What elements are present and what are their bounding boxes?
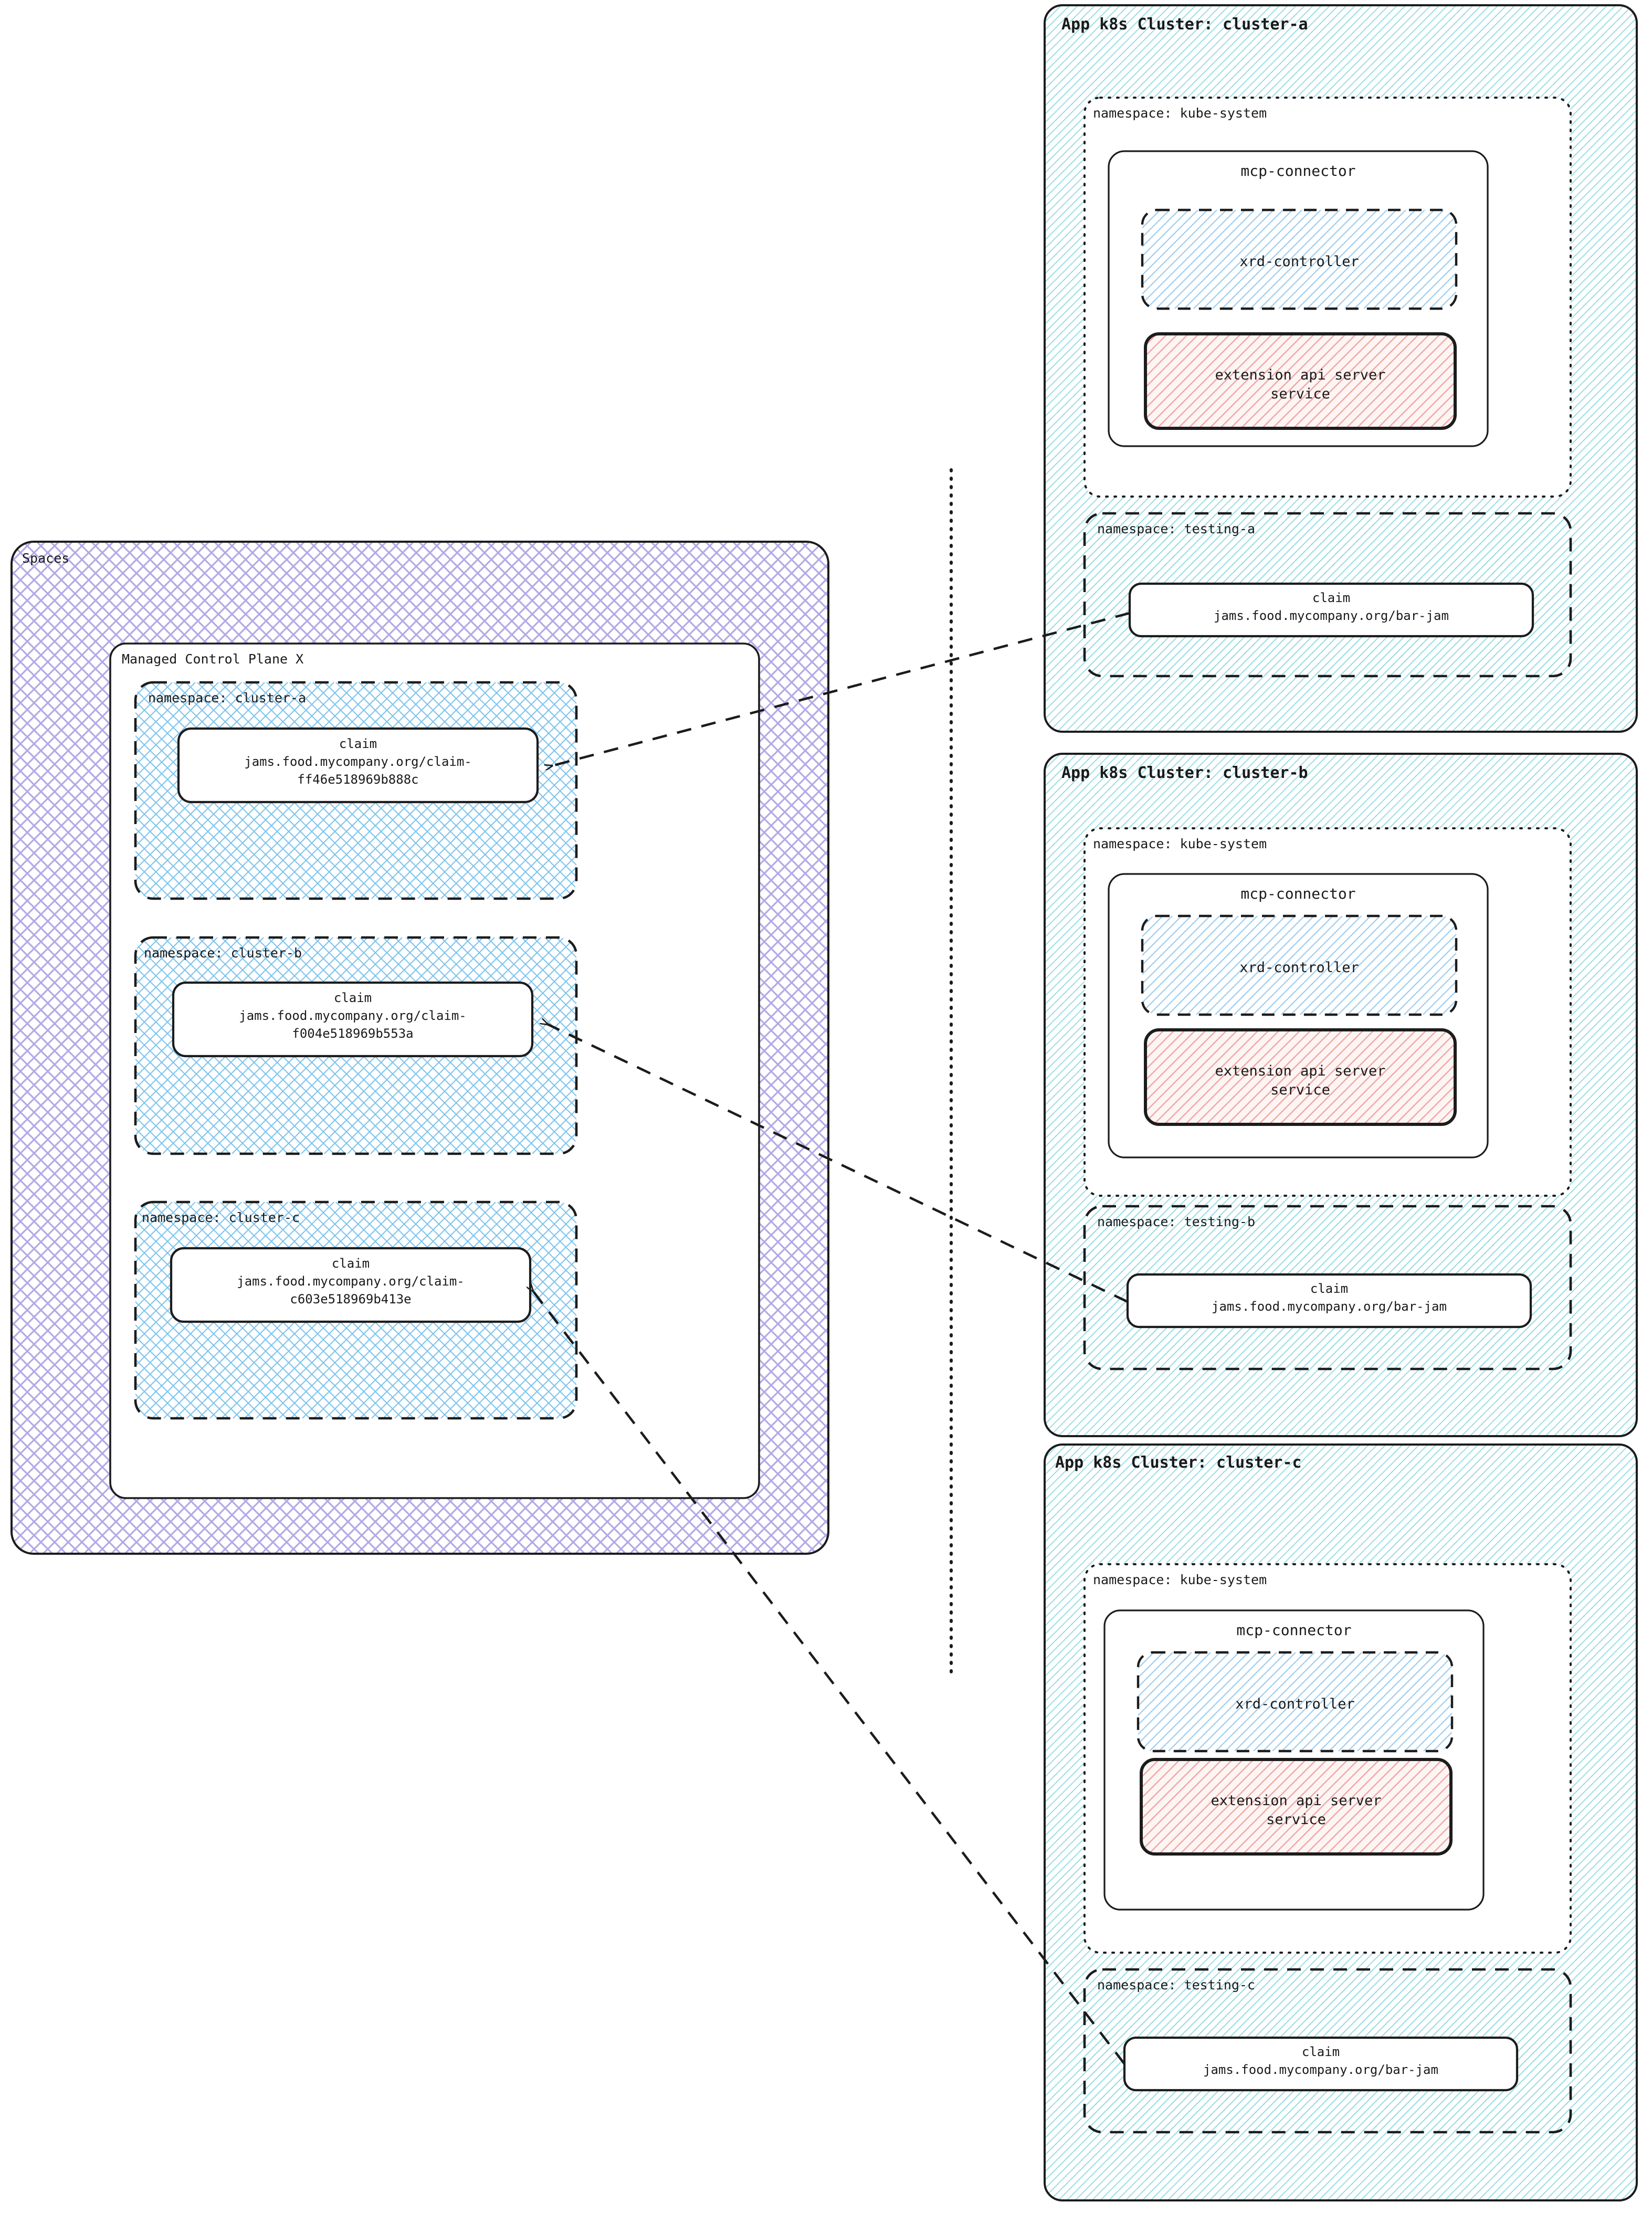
cluster-c-claim-name: jams.food.mycompany.org/bar-jam <box>1203 2062 1438 2077</box>
mcp-claim-id-a: ff46e518969b888c <box>297 772 419 787</box>
cluster-b-api-server-label-1: extension api server <box>1215 1063 1386 1079</box>
cluster-b-title: App k8s Cluster: cluster-b <box>1061 764 1308 782</box>
cluster-c-mcp-connector-label: mcp-connector <box>1236 1621 1352 1639</box>
mcp-claim-kind-a: claim <box>339 736 377 751</box>
cluster-a-claim-kind: claim <box>1312 591 1351 605</box>
cluster-c-title: App k8s Cluster: cluster-c <box>1055 1453 1302 1472</box>
cluster-c-api-server-label-2: service <box>1266 1811 1326 1828</box>
cluster-b-xrd-controller-label: xrd-controller <box>1239 960 1359 976</box>
link-cluster-c <box>529 1286 1125 2065</box>
mcp-claim-box-b[interactable] <box>172 981 534 1058</box>
mcp-claim-id-b: f004e518969b553a <box>292 1026 414 1041</box>
mcp-namespace-label-cluster-b: namespace: cluster-b <box>144 945 302 961</box>
cluster-c-container <box>1044 1443 1638 2201</box>
cluster-b-container <box>1044 753 1638 1437</box>
cluster-a-container <box>1044 4 1638 733</box>
cluster-c-api-server-label-1: extension api server <box>1211 1793 1382 1809</box>
cluster-c-kube-system-label: namespace: kube-system <box>1093 1572 1267 1587</box>
mcp-claim-name-c: jams.food.mycompany.org/claim- <box>237 1274 465 1289</box>
cluster-b-claim-kind: claim <box>1310 1281 1349 1296</box>
cluster-b-testing-namespace-label: namespace: testing-b <box>1097 1214 1256 1229</box>
cluster-a-title: App k8s Cluster: cluster-a <box>1061 15 1308 34</box>
mcp-claim-kind-c: claim <box>331 1256 370 1271</box>
cluster-a-claim-name: jams.food.mycompany.org/bar-jam <box>1214 608 1449 623</box>
cluster-a-mcp-connector-label: mcp-connector <box>1240 162 1356 180</box>
mcp-claim-box-a[interactable] <box>177 727 539 804</box>
cluster-a-xrd-controller-label: xrd-controller <box>1239 254 1359 270</box>
mcp-claim-name-a: jams.food.mycompany.org/claim- <box>244 754 472 769</box>
managed-control-plane-label: Managed Control Plane X <box>122 651 304 667</box>
mcp-namespace-label-cluster-a: namespace: cluster-a <box>148 690 307 705</box>
cluster-a-api-server-label-1: extension api server <box>1215 367 1386 383</box>
mcp-claim-kind-b: claim <box>333 990 372 1005</box>
cluster-c-xrd-controller-label: xrd-controller <box>1235 1696 1355 1712</box>
cluster-a-testing-namespace-label: namespace: testing-a <box>1097 521 1256 536</box>
link-cluster-b <box>542 1021 1128 1303</box>
cluster-b-kube-system-label: namespace: kube-system <box>1093 836 1267 851</box>
cluster-c-testing-namespace-label: namespace: testing-c <box>1097 1977 1256 1993</box>
cluster-b-mcp-connector-label: mcp-connector <box>1240 885 1356 902</box>
cluster-b-api-server-label-2: service <box>1270 1082 1330 1098</box>
spaces-label: Spaces <box>22 551 70 566</box>
cluster-b-claim-name: jams.food.mycompany.org/bar-jam <box>1212 1299 1447 1314</box>
cluster-a-kube-system-label: namespace: kube-system <box>1093 106 1267 121</box>
mcp-namespace-label-cluster-c: namespace: cluster-c <box>142 1210 300 1225</box>
mcp-claim-name-b: jams.food.mycompany.org/claim- <box>239 1008 467 1023</box>
mcp-claim-id-c: c603e518969b413e <box>290 1292 412 1306</box>
cluster-c-claim-kind: claim <box>1301 2045 1340 2059</box>
cluster-a-api-server-label-2: service <box>1270 386 1330 402</box>
